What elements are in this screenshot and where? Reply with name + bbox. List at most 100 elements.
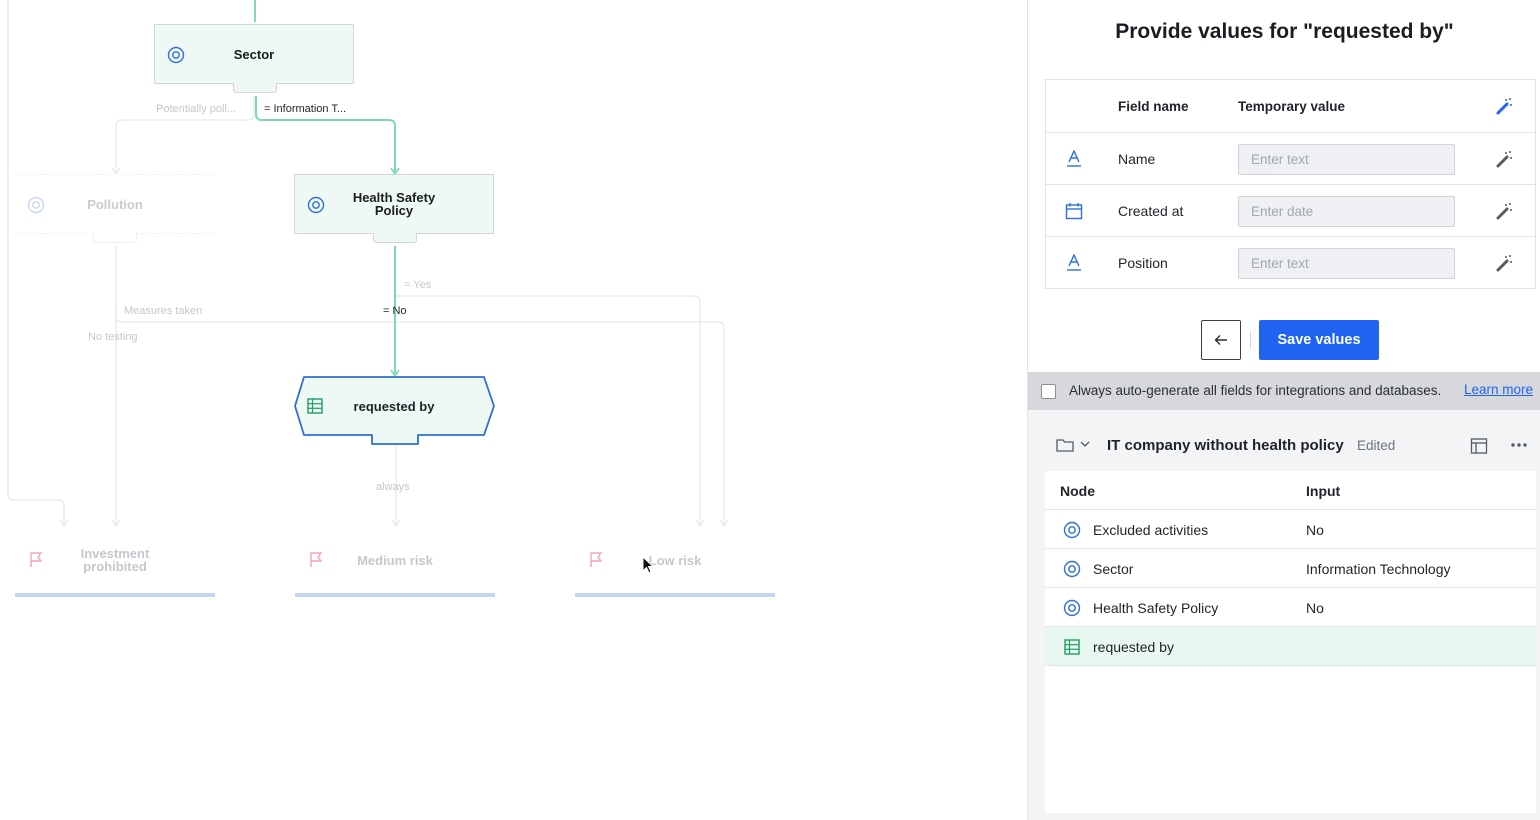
target-icon bbox=[27, 196, 45, 214]
learn-more-link[interactable]: Learn more bbox=[1464, 382, 1534, 397]
values-panel: Provide values for "requested by" Field … bbox=[1027, 0, 1540, 820]
magic-wand-icon bbox=[1496, 151, 1512, 168]
row-input-value: Information Technology bbox=[1306, 560, 1451, 577]
node-low-risk[interactable]: Low risk bbox=[575, 527, 775, 597]
scenario-name: IT company without health policy bbox=[1107, 437, 1344, 454]
edge-label-always: always bbox=[376, 481, 410, 493]
text-type-icon bbox=[1062, 237, 1086, 289]
target-icon bbox=[1063, 510, 1083, 549]
field-row-created-at: Created at bbox=[1046, 184, 1535, 236]
generate-field-button[interactable] bbox=[1492, 237, 1516, 289]
edge-label-yes: = Yes bbox=[404, 279, 432, 291]
edge-label-no-testing: No testing bbox=[88, 331, 138, 343]
decision-canvas[interactable]: Sector Pollution Health Safety Policy re… bbox=[0, 0, 1028, 820]
button-separator bbox=[1250, 331, 1251, 349]
node-label: Sector bbox=[233, 46, 275, 62]
header-field-name: Field name bbox=[1118, 98, 1189, 114]
auto-generate-bar: Always auto-generate all fields for inte… bbox=[1028, 372, 1540, 410]
node-medium-risk[interactable]: Medium risk bbox=[295, 527, 495, 597]
arrow-medium bbox=[391, 519, 401, 528]
calendar-icon bbox=[1062, 185, 1086, 237]
mouse-cursor-icon bbox=[642, 556, 654, 574]
arrow-prohibited bbox=[111, 519, 121, 528]
panel-title: Provide values for "requested by" bbox=[1115, 20, 1454, 43]
row-node-name: Health Safety Policy bbox=[1093, 599, 1219, 616]
layout-icon[interactable] bbox=[1470, 437, 1488, 455]
field-row-name: Name bbox=[1046, 132, 1535, 184]
header-temporary-value: Temporary value bbox=[1238, 98, 1346, 114]
edge-label-potentially-poll: Potentially poll... bbox=[156, 103, 237, 115]
node-label: Investment prohibited bbox=[80, 546, 150, 574]
magic-wand-icon bbox=[1496, 203, 1512, 220]
auto-generate-label: Always auto-generate all fields for inte… bbox=[1069, 383, 1442, 398]
edge-label-measures-taken: Measures taken bbox=[124, 305, 203, 317]
edge-sector-pollution bbox=[115, 96, 255, 172]
table-row[interactable]: requested by bbox=[1045, 627, 1536, 666]
table-icon bbox=[1063, 627, 1083, 666]
node-pollution[interactable]: Pollution bbox=[15, 174, 215, 243]
more-options-icon[interactable] bbox=[1510, 442, 1528, 448]
field-row-position: Position bbox=[1046, 236, 1535, 288]
node-label: Medium risk bbox=[357, 552, 433, 568]
chevron-down-icon[interactable] bbox=[1080, 440, 1090, 448]
table-row[interactable]: Sector Information Technology bbox=[1045, 549, 1536, 588]
target-icon bbox=[167, 46, 185, 64]
node-sector[interactable]: Sector bbox=[154, 24, 354, 93]
header-input: Input bbox=[1306, 482, 1341, 499]
node-output-tab bbox=[373, 233, 417, 243]
arrow-left-outer bbox=[59, 519, 69, 528]
row-node-name: Sector bbox=[1093, 560, 1134, 577]
flag-icon bbox=[30, 552, 43, 567]
arrow-low-a bbox=[695, 519, 705, 528]
values-form: Provide values for "requested by" Field … bbox=[1028, 0, 1540, 372]
target-icon bbox=[307, 196, 325, 214]
arrow-requested bbox=[390, 369, 400, 378]
table-icon bbox=[307, 398, 323, 414]
target-icon bbox=[1063, 588, 1083, 627]
text-type-icon bbox=[1062, 133, 1086, 185]
generate-field-button[interactable] bbox=[1492, 185, 1516, 237]
scenario-status: Edited bbox=[1357, 438, 1396, 453]
node-label: requested by bbox=[353, 398, 435, 414]
edge-label-no: = No bbox=[383, 305, 407, 317]
save-values-button[interactable]: Save values bbox=[1259, 320, 1379, 360]
edge-label-information: = Information T... bbox=[264, 103, 347, 115]
flag-icon bbox=[310, 552, 323, 567]
node-health-safety-policy[interactable]: Health Safety Policy bbox=[294, 174, 494, 243]
edge-yes-low bbox=[396, 295, 701, 524]
name-value-input[interactable] bbox=[1238, 143, 1455, 175]
edge-sector-health bbox=[255, 96, 396, 172]
field-name: Position bbox=[1118, 255, 1168, 271]
magic-wand-icon bbox=[1496, 98, 1512, 115]
edge-left-outer bbox=[7, 0, 65, 524]
table-row[interactable]: Excluded activities No bbox=[1045, 510, 1536, 549]
table-header-row: Field name Temporary value bbox=[1046, 80, 1535, 132]
node-shape bbox=[294, 376, 495, 445]
node-output-tab bbox=[93, 233, 137, 243]
node-investment-prohibited[interactable]: Investment prohibited bbox=[15, 527, 215, 597]
folder-icon[interactable] bbox=[1056, 437, 1074, 453]
table-row[interactable]: Health Safety Policy No bbox=[1045, 588, 1536, 627]
row-node-name: Excluded activities bbox=[1093, 521, 1209, 538]
arrow-left-icon bbox=[1214, 335, 1227, 345]
field-name: Created at bbox=[1118, 203, 1184, 219]
node-requested-by[interactable]: requested by bbox=[294, 376, 495, 445]
edge-measures-low bbox=[115, 304, 725, 524]
back-button[interactable] bbox=[1201, 320, 1241, 360]
generate-all-button[interactable] bbox=[1492, 80, 1516, 132]
node-label: Low risk bbox=[648, 552, 702, 568]
edges-layer bbox=[7, 0, 729, 528]
row-input-value: No bbox=[1306, 521, 1324, 538]
field-name: Name bbox=[1118, 151, 1156, 167]
node-label: Pollution bbox=[87, 196, 143, 212]
auto-generate-checkbox[interactable] bbox=[1041, 384, 1056, 399]
arrow-low-b bbox=[719, 519, 729, 528]
node-output-tab bbox=[233, 83, 277, 93]
generate-field-button[interactable] bbox=[1492, 133, 1516, 185]
row-node-name: requested by bbox=[1093, 638, 1174, 655]
created-at-value-input[interactable] bbox=[1238, 195, 1455, 227]
scenario-header: IT company without health policy Edited bbox=[1028, 428, 1540, 464]
flag-icon bbox=[590, 552, 603, 567]
scenario-node-table: Node Input Excluded activities No Sector… bbox=[1045, 471, 1536, 813]
position-value-input[interactable] bbox=[1238, 247, 1455, 279]
